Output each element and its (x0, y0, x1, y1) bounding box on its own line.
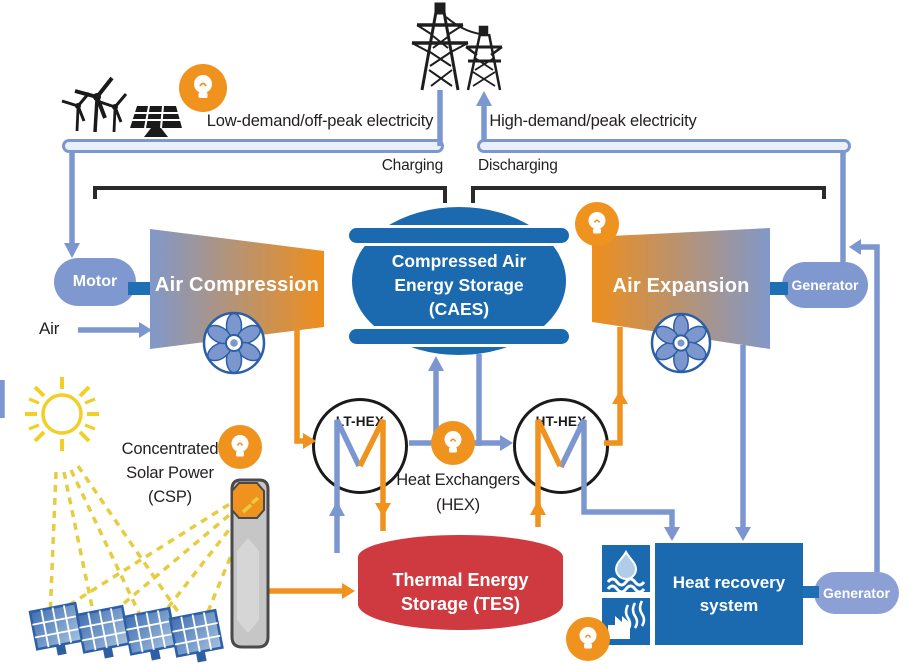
heat-recovery-line2: system (699, 596, 759, 615)
ht-hex-circle: HT-HEX (513, 398, 609, 494)
solar-tower-icon (230, 478, 270, 649)
wind-turbines-icon (61, 76, 128, 133)
motor-pill: Motor (54, 258, 136, 306)
reflected-ray-4 (196, 513, 250, 637)
pylon-small (465, 25, 503, 91)
arrow-feedback (849, 239, 861, 255)
ht-hex-to-expansion-line (604, 327, 623, 446)
caes-tank-band-bottom (346, 326, 572, 347)
generator-bottom-label: Generator (823, 585, 890, 601)
tes-title: Thermal Energy Storage (TES) (358, 568, 563, 616)
arrow-up-into-expansion (612, 390, 628, 404)
csp-caption-line1: Concentrated (121, 440, 219, 458)
arrow-up-into-lt-hex (329, 501, 345, 516)
csp-caption-line3: (CSP) (148, 488, 192, 506)
sun-icon (25, 377, 99, 451)
arrow-into-ht-hex (500, 435, 513, 451)
tes-cylinder-top (358, 535, 563, 579)
lt-hex-label: LT-HEX (335, 414, 385, 429)
charging-bracket (93, 186, 447, 203)
arrow-to-grid (476, 91, 492, 106)
charging-label: Charging (381, 157, 444, 174)
high-demand-label: High-demand/peak electricity (489, 112, 697, 130)
low-demand-bus (62, 139, 444, 153)
reflected-ray-2 (102, 504, 242, 622)
heat-recovery-box: Heat recovery system (655, 543, 803, 645)
csp-caption-line2: Solar Power (126, 464, 214, 482)
reflected-ray-3 (150, 510, 245, 630)
phase-brackets (93, 186, 826, 203)
air-compression-block: Air Compression (150, 229, 324, 349)
industrial-heat-tile (602, 598, 650, 645)
hex-caption-line1: Heat Exchangers (396, 471, 520, 489)
tes-title-line1: Thermal Energy (392, 570, 529, 590)
hex-caption-line2: (HEX) (436, 496, 480, 514)
waste-water-tile (602, 545, 650, 592)
lightbulb-icon-renewables (179, 64, 227, 112)
caes-title-line2: Energy Storage (394, 275, 524, 295)
solar-panel-icon (130, 105, 182, 137)
caes-title-line3: (CAES) (428, 299, 490, 319)
discharging-bracket (471, 186, 826, 203)
reflected-ray-1 (57, 498, 237, 614)
sun-ray-2 (62, 471, 98, 627)
caes-title: Compressed Air Energy Storage (CAES) (352, 249, 566, 321)
arrow-into-caes (428, 356, 444, 371)
lt-hex-circle: LT-HEX (312, 398, 408, 494)
lightbulb-icon-csp (218, 425, 262, 469)
arrow-into-recovery-left (664, 527, 680, 541)
ht-hex-label: HT-HEX (535, 414, 587, 429)
heat-recovery-line1: Heat recovery (672, 573, 786, 592)
transmission-towers-icon (411, 2, 503, 91)
arrow-into-motor (64, 243, 80, 258)
compression-heat-line (294, 329, 303, 444)
high-demand-bus (477, 139, 851, 153)
arrow-into-recovery-right (735, 527, 751, 541)
arrow-up-into-ht-hex (530, 500, 546, 515)
generator-bottom-pill: Generator (814, 572, 899, 614)
discharging-label: Discharging (478, 157, 558, 174)
motor-label: Motor (72, 273, 118, 290)
air-compression-label: Air Compression (154, 274, 320, 296)
arrow-into-tes-side (342, 583, 355, 599)
csp-caption: Concentrated Solar Power (CSP) (118, 437, 222, 509)
generator-bottom-shaft (799, 586, 819, 598)
motor-shaft (128, 282, 156, 295)
tes-title-line2: Storage (TES) (400, 594, 520, 614)
pylon-large (411, 2, 469, 91)
air-expansion-label: Air Expansion (612, 275, 750, 297)
generator-top-label: Generator (791, 277, 859, 293)
caes-title-line1: Compressed Air (391, 251, 527, 271)
lightbulb-icon-hex (431, 421, 475, 465)
low-demand-label: Low-demand/off-peak electricity (206, 112, 434, 130)
hex-caption: Heat Exchangers (HEX) (396, 468, 520, 518)
power-wire (445, 16, 482, 35)
air-in-label: Air (39, 319, 60, 338)
generator-top-pill: Generator (782, 262, 868, 308)
sun-ray-1 (48, 471, 58, 619)
air-expansion-block: Air Expansion (592, 228, 770, 349)
heliostat-panels-icon (28, 601, 224, 663)
arrow-down-into-tes (375, 503, 391, 517)
caes-tank-band-top (346, 225, 572, 246)
